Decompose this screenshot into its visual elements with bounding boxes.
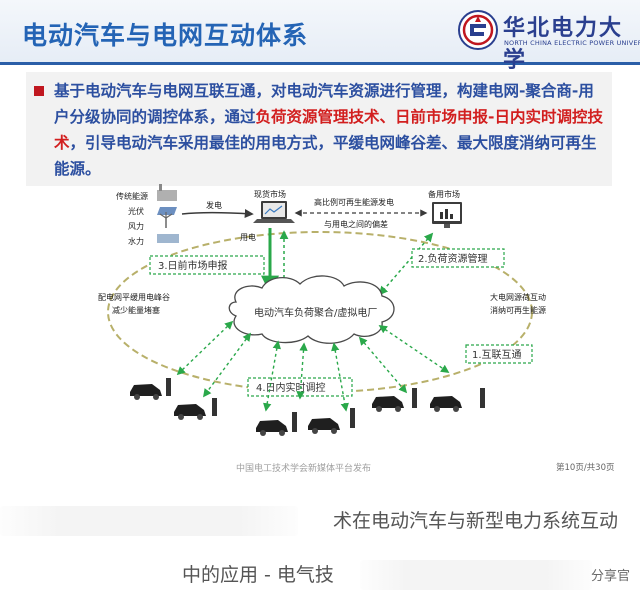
source-wind-label: 风力 (128, 221, 144, 231)
step-1-label: 1.互联互通 (472, 349, 522, 361)
solar-panel-icon (157, 207, 177, 215)
hydro-dam-icon (157, 234, 179, 243)
aggregator-label: 电动汽车负荷聚合/虚拟电厂 (254, 306, 377, 319)
generation-label: 发电 (206, 200, 222, 210)
charger-icon (292, 412, 297, 432)
university-english-name: NORTH CHINA ELECTRIC POWER UNIVERSITY (504, 39, 640, 47)
university-emblem-icon (458, 10, 498, 50)
step-2-label: 2.负荷资源管理 (418, 252, 488, 265)
vehicle-link-arrows (176, 320, 450, 412)
caption-line-2: 中的应用 - 电气技 (182, 564, 334, 586)
slide-title: 电动汽车与电网互动体系 (22, 21, 309, 50)
factory-icon (157, 184, 177, 201)
ev-car-icon (430, 396, 462, 412)
page-number: 第10页/共30页 (556, 463, 615, 473)
ev-car-icon (256, 420, 288, 436)
slide-header: 电动汽车与电网互动体系 华北电力大学 NORTH CHINA ELECTRIC … (0, 0, 640, 73)
step-1-callout: 1.互联互通 (465, 344, 533, 364)
left-note-line1: 配电网平缓用电峰谷 (98, 292, 170, 302)
spot-market-label: 现货市场 (254, 189, 286, 199)
caption-area: 术在电动汽车与新型电力系统互动 中的应用 - 电气技 分享官 (0, 484, 640, 597)
charger-icon (480, 388, 485, 408)
source-hydro-label: 水力 (128, 236, 144, 246)
charger-icon (412, 388, 417, 408)
slide: 电动汽车与电网互动体系 华北电力大学 NORTH CHINA ELECTRIC … (0, 0, 640, 474)
bias-label-line1: 高比例可再生能源发电 (314, 197, 394, 207)
intro-text-box: 基于电动汽车与电网互联互通，对电动汽车资源进行管理，构建电网-聚合商-用户分级协… (26, 72, 612, 186)
ev-car-icon (174, 404, 206, 420)
bullet-square-icon (34, 86, 44, 96)
left-note-line2: 减少能量堵塞 (112, 305, 160, 315)
charger-icon (350, 408, 355, 428)
redaction-blur (360, 560, 592, 590)
laptop-icon (253, 201, 295, 223)
monitor-icon (432, 202, 462, 228)
use-label: 用电 (240, 232, 256, 242)
ev-car-icon (372, 396, 404, 412)
footer-source: 中国电工技术学会新媒体平台发布 (236, 464, 372, 474)
university-name: 华北电力大学 (503, 15, 624, 73)
ev-grid-interaction-diagram: 传统能源 光伏 风力 水力 发电 现货市场 备用市场 (98, 184, 546, 436)
ev-car-icon (308, 418, 340, 434)
interaction-ellipse (107, 231, 533, 393)
source-traditional-label: 传统能源 (116, 191, 148, 201)
backup-market-label: 备用市场 (428, 189, 460, 199)
source-pv-label: 光伏 (128, 206, 144, 216)
right-note-line2: 消纳可再生能源 (490, 305, 546, 315)
step-3-callout: 3.日前市场申报 (149, 255, 265, 275)
charger-icon (166, 378, 171, 396)
step-3-label: 3.日前市场申报 (158, 259, 228, 272)
step-2-callout: 2.负荷资源管理 (411, 248, 505, 268)
caption-line-1: 术在电动汽车与新型电力系统互动 (332, 510, 618, 532)
charger-icon (212, 398, 217, 416)
generation-arrow (181, 209, 254, 219)
intro-highlight: 负荷资源管理技术、日前市场申报-日内实时调控技术 (54, 108, 603, 152)
intro-text-end: ，引导电动汽车采用最佳的用电方式，平缓电网峰谷差、最大限度消纳可再生能源。 (54, 134, 597, 178)
intro-text: 基于电动汽车与电网互联互通，对电动汽车资源进行管理，构建电网-聚合商-用户分级协… (54, 82, 594, 126)
step-4-label: 4.日内实时调控 (256, 381, 326, 394)
ev-car-icon (130, 384, 162, 400)
bias-label-line2: 与用电之间的偏差 (324, 219, 388, 229)
wind-turbine-icon (159, 212, 173, 228)
watermark-label: 分享官 (590, 569, 630, 584)
right-note-line1: 大电网源荷互动 (490, 292, 546, 302)
redaction-blur (0, 506, 298, 536)
backup-link-arrow (378, 232, 434, 296)
